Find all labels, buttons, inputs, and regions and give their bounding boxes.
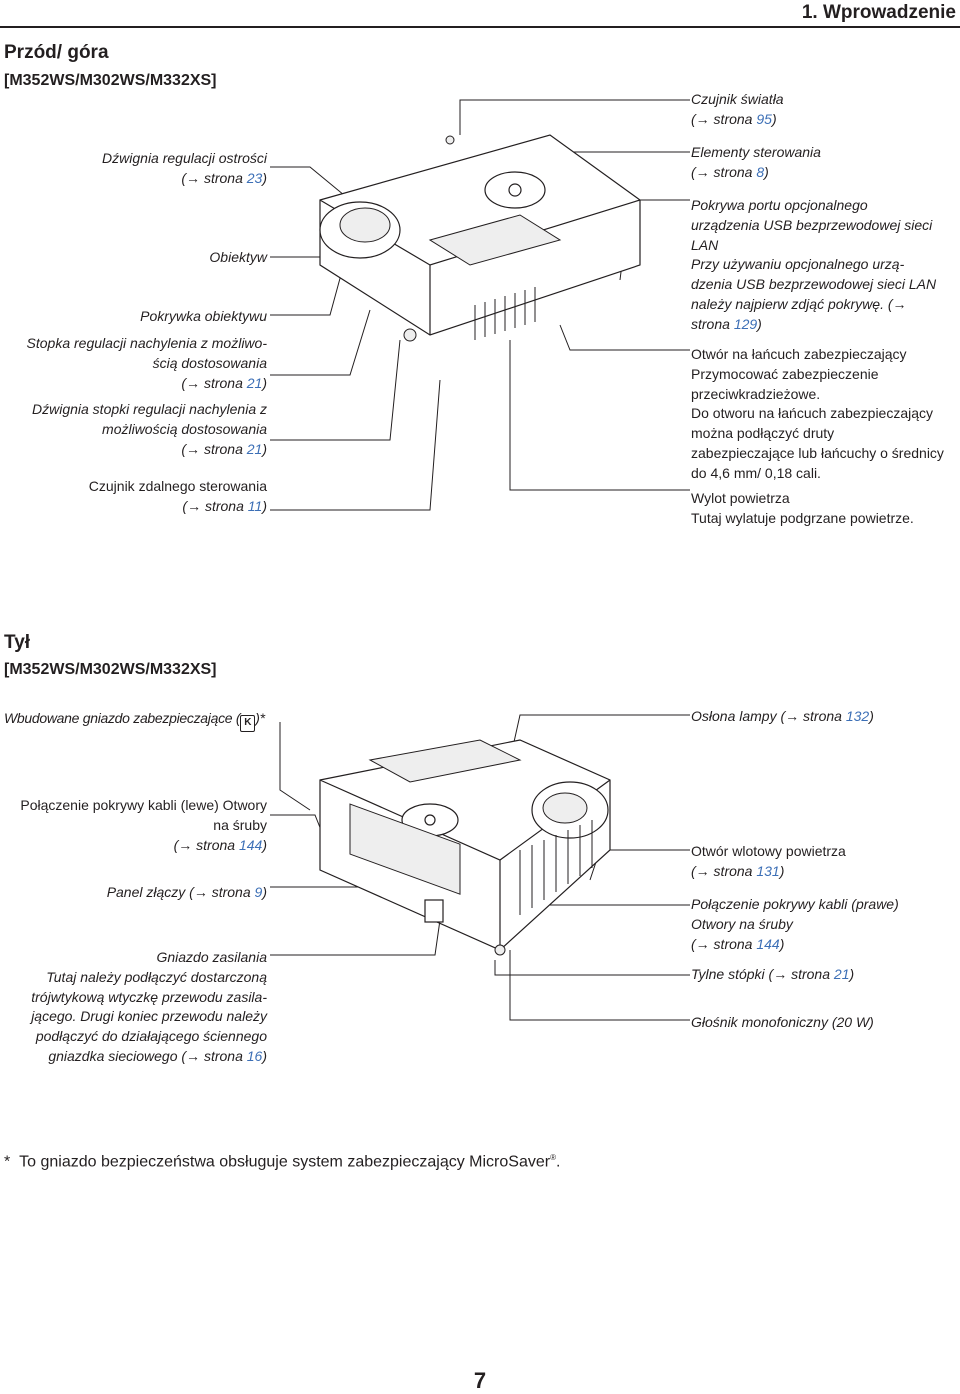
projector-front-diagram [270, 99, 690, 511]
label-intake-vent: Otwór wlotowy powietrza (→ strona 131) [691, 843, 846, 879]
label-light-sensor: Czujnik światła (→ strona 95) [691, 91, 784, 127]
page-number: 7 [473, 1368, 487, 1393]
label-connector-panel: Panel złączy (→ strona 9) [106, 884, 267, 900]
label-lens: Obiektyw [209, 249, 267, 265]
label-lamp-cover: Osłona lampy (→ strona 132) [691, 708, 874, 724]
label-rear-feet: Tylne stópki (→ strona 21) [691, 966, 855, 982]
label-tilt-foot-lever: Dźwignia stopki regulacji nachylenia z m… [31, 401, 267, 457]
front-section-title: Przód/ góra [4, 42, 109, 63]
label-tilt-foot: Stopka regulacji nachylenia z możliwo- ś… [26, 335, 267, 391]
footnote: * To gniazdo bezpieczeństwa obsługuje sy… [4, 1153, 561, 1171]
projector-rear-body [319, 739, 611, 956]
label-security-chain: Otwór na łańcuch zabezpieczający Przymoc… [691, 346, 944, 481]
rear-section-title: Tył [4, 632, 31, 653]
label-exhaust: Wylot powietrza Tutaj wylatuje podgrzane… [691, 490, 914, 526]
label-cable-cover-left: Połączenie pokrywy kabli (lewe) Otwory n… [20, 797, 267, 853]
label-focus-lever: Dźwignia regulacji ostrości (→ strona 23… [102, 150, 267, 186]
label-security-slot: Wbudowane gniazdo zabezpieczające (K)* [4, 709, 265, 732]
kensington-lock-icon: K [240, 715, 256, 732]
projector-body [319, 134, 641, 342]
rear-model: [M352WS/M302WS/M332XS] [4, 661, 217, 678]
header-rule [0, 26, 960, 28]
label-cable-cover-right: Połączenie pokrywy kabli (prawe) Otwory … [691, 896, 899, 952]
label-remote-sensor: Czujnik zdalnego sterowania (→ strona 11… [88, 478, 267, 514]
label-lens-cap: Pokrywka obiektywu [140, 308, 267, 324]
label-speaker: Głośnik monofoniczny (20 W) [691, 1014, 874, 1030]
label-power-socket: Gniazdo zasilania Tutaj należy podłączyć… [31, 949, 267, 1064]
label-controls: Elementy sterowania (→ strona 8) [691, 144, 821, 180]
label-usb-cover: Pokrywa portu opcjonalnego urządzenia US… [691, 197, 937, 332]
chapter-title: 1. Wprowadzenie [801, 2, 956, 23]
projector-rear-diagram [270, 714, 690, 1021]
front-model: [M352WS/M302WS/M332XS] [4, 72, 217, 89]
